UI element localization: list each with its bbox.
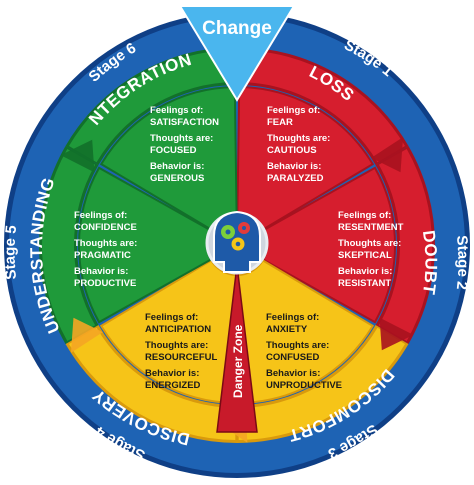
feelings-label: Feelings of: <box>267 105 320 116</box>
segment-discovery-text: Feelings of: ANTICIPATION Thoughts are: … <box>145 312 218 391</box>
feelings-label: Feelings of: <box>338 210 391 221</box>
band-discovery-face <box>68 327 236 440</box>
band-discomfort-face <box>238 327 406 440</box>
segment-discomfort-text: Feelings of: ANXIETY Thoughts are: CONFU… <box>266 312 342 391</box>
thoughts-label: Thoughts are: <box>150 133 213 144</box>
behavior-label: Behavior is: <box>145 368 199 379</box>
behavior-value: RESISTANT <box>338 278 391 289</box>
segment-understanding-text: Feelings of: CONFIDENCE Thoughts are: PR… <box>74 210 137 289</box>
behavior-value: PRODUCTIVE <box>74 278 136 289</box>
phase-bands <box>39 47 435 443</box>
stage-2-label: Stage 2 <box>453 235 472 291</box>
thoughts-value: FOCUSED <box>150 145 197 156</box>
behavior-value: GENEROUS <box>150 173 204 184</box>
feelings-label: Feelings of: <box>150 105 203 116</box>
arrow-head-5 <box>60 139 95 173</box>
feelings-label: Feelings of: <box>145 312 198 323</box>
band-loss-face <box>238 50 406 163</box>
thoughts-label: Thoughts are: <box>145 340 208 351</box>
behavior-value: PARALYZED <box>267 173 324 184</box>
phase-doubt-label: DOUBT <box>419 229 441 296</box>
behavior-value: ENERGIZED <box>145 380 201 391</box>
thoughts-value: PRAGMATIC <box>74 250 131 261</box>
thoughts-value: SKEPTICAL <box>338 250 392 261</box>
behavior-label: Behavior is: <box>338 266 392 277</box>
segment-integration-text: Feelings of: SATISFACTION Thoughts are: … <box>150 105 219 184</box>
band-doubt-face <box>378 148 433 342</box>
feelings-value: RESENTMENT <box>338 222 404 233</box>
feelings-value: ANTICIPATION <box>145 324 211 335</box>
band-understanding-face <box>41 148 96 342</box>
band-integration-face <box>68 50 236 163</box>
arrow-head-2 <box>379 317 414 351</box>
feelings-label: Feelings of: <box>266 312 319 323</box>
danger-zone-label: Danger Zone <box>231 324 245 398</box>
thoughts-value: CONFUSED <box>266 352 319 363</box>
segment-loss-text: Feelings of: FEAR Thoughts are: CAUTIOUS… <box>267 105 330 184</box>
feelings-value: SATISFACTION <box>150 117 219 128</box>
behavior-label: Behavior is: <box>266 368 320 379</box>
feelings-value: FEAR <box>267 117 293 128</box>
wedge-discomfort <box>236 258 375 404</box>
behavior-label: Behavior is: <box>74 266 128 277</box>
feelings-value: ANXIETY <box>266 324 308 335</box>
arrow-head-4 <box>70 317 103 353</box>
behavior-label: Behavior is: <box>267 161 321 172</box>
change-marker: Change <box>178 5 296 102</box>
change-label: Change <box>202 18 272 39</box>
arrow-head-1 <box>371 137 404 173</box>
danger-zone: Danger Zone <box>216 264 258 433</box>
head-gears-icon <box>205 210 269 275</box>
thoughts-label: Thoughts are: <box>266 340 329 351</box>
behavior-value: UNPRODUCTIVE <box>266 380 342 391</box>
feelings-value: CONFIDENCE <box>74 222 137 233</box>
segment-doubt-text: Feelings of: RESENTMENT Thoughts are: SK… <box>338 210 404 289</box>
stage-5-label: Stage 5 <box>2 225 21 281</box>
behavior-label: Behavior is: <box>150 161 204 172</box>
thoughts-value: CAUTIOUS <box>267 145 317 156</box>
thoughts-label: Thoughts are: <box>74 238 137 249</box>
thoughts-label: Thoughts are: <box>338 238 401 249</box>
thoughts-value: RESOURCEFUL <box>145 352 218 363</box>
feelings-label: Feelings of: <box>74 210 127 221</box>
thoughts-label: Thoughts are: <box>267 133 330 144</box>
